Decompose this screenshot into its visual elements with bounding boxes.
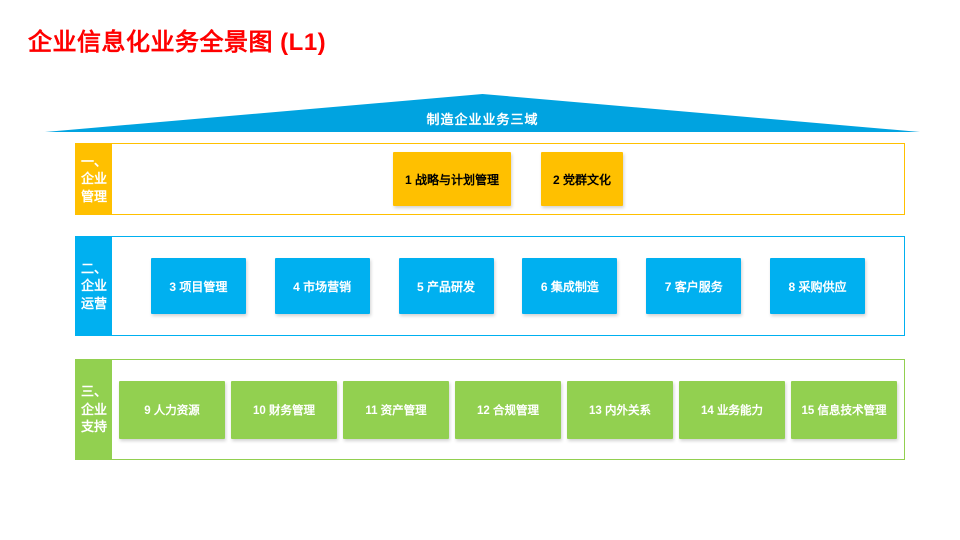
box-business-capability: 14 业务能力 <box>679 380 785 439</box>
box-procurement-supply: 8 采购供应 <box>770 258 866 314</box>
box-strategy-planning: 1 战略与计划管理 <box>392 152 511 206</box>
box-asset-management: 11 资产管理 <box>343 380 449 439</box>
box-human-resources: 9 人力资源 <box>119 380 225 439</box>
box-it-management: 15 信息技术管理 <box>791 380 897 439</box>
box-compliance-management: 12 合规管理 <box>455 380 561 439</box>
box-project-management: 3 项目管理 <box>150 258 246 314</box>
section-enterprise-operations-content: 3 项目管理 4 市场营销 5 产品研发 6 集成制造 7 客户服务 8 采购供… <box>112 237 904 335</box>
roof-label: 制造企业业务三域 <box>426 112 539 127</box>
box-integrated-manufacturing: 6 集成制造 <box>522 258 618 314</box>
box-product-rd: 5 产品研发 <box>398 258 494 314</box>
section-enterprise-support: 三、企业支持 9 人力资源 10 财务管理 11 资产管理 12 合规管理 13… <box>75 359 905 460</box>
box-internal-external-relations: 13 内外关系 <box>567 380 673 439</box>
section-enterprise-support-content: 9 人力资源 10 财务管理 11 资产管理 12 合规管理 13 内外关系 1… <box>112 360 904 459</box>
box-party-culture: 2 党群文化 <box>541 152 624 206</box>
section-enterprise-management-tab: 一、企业管理 <box>76 144 112 214</box>
section-enterprise-support-tab: 三、企业支持 <box>76 360 112 459</box>
section-enterprise-operations-tab: 二、企业运营 <box>76 237 112 335</box>
page-title: 企业信息化业务全景图 (L1) <box>28 29 327 56</box>
section-enterprise-management-content: 1 战略与计划管理 2 党群文化 <box>112 144 904 214</box>
section-enterprise-management: 一、企业管理 1 战略与计划管理 2 党群文化 <box>75 143 905 215</box>
box-marketing: 4 市场营销 <box>274 258 370 314</box>
box-finance-management: 10 财务管理 <box>231 380 337 439</box>
section-enterprise-operations: 二、企业运营 3 项目管理 4 市场营销 5 产品研发 6 集成制造 7 客户服… <box>75 236 905 336</box>
roof-triangle-shape <box>45 94 920 132</box>
roof-banner: 制造企业业务三域 <box>45 94 920 132</box>
box-customer-service: 7 客户服务 <box>646 258 742 314</box>
